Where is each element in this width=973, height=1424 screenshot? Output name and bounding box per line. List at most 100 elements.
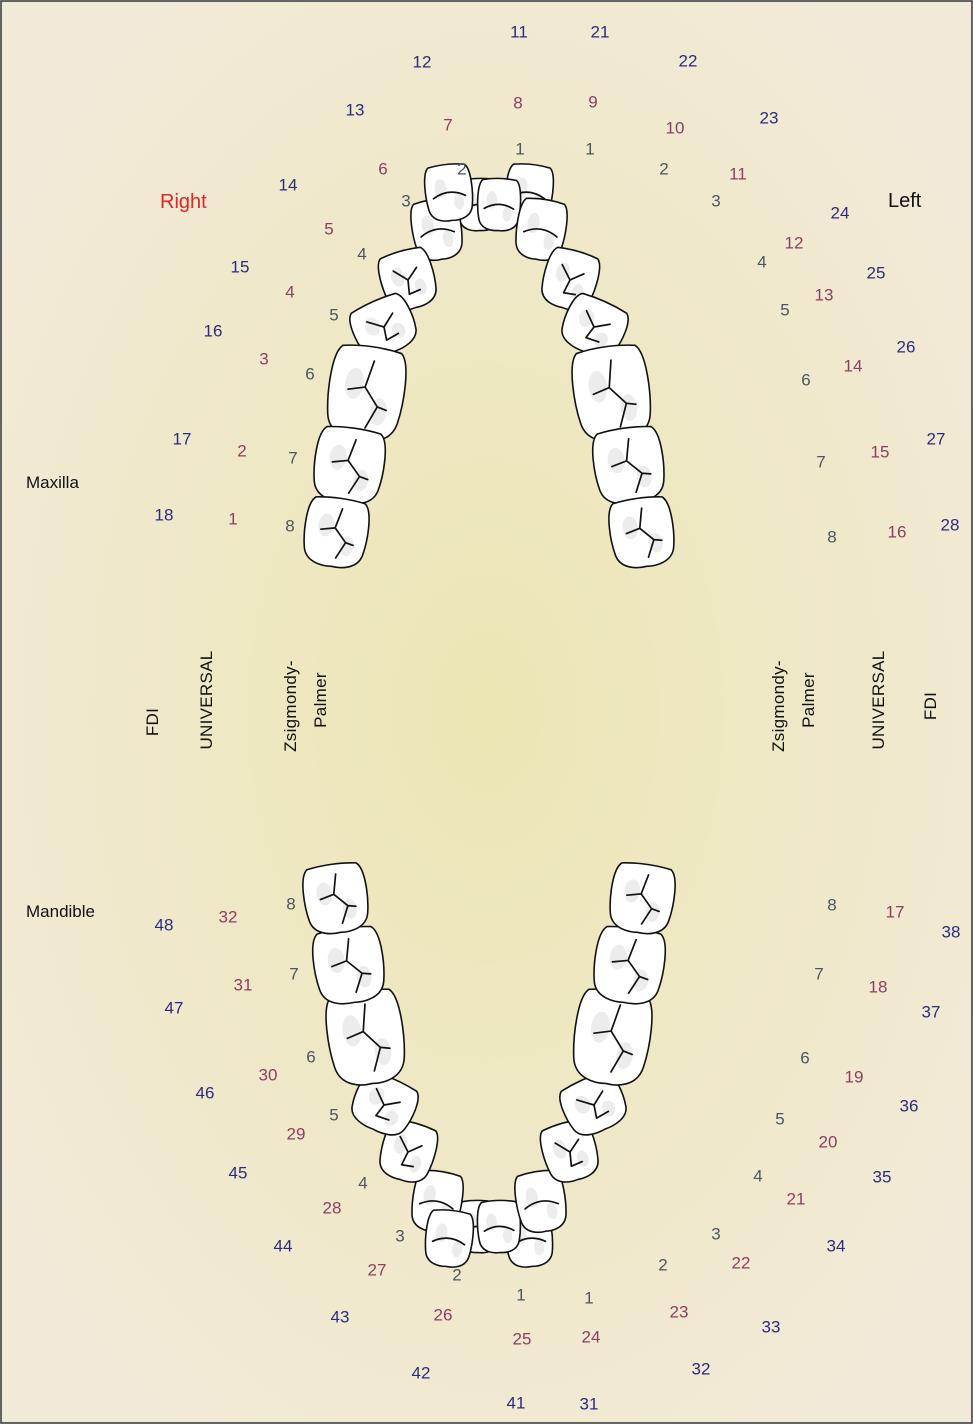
upper-right-universal-number: 3 xyxy=(259,349,268,368)
upper-right-universal-number: 5 xyxy=(324,219,333,238)
upper-right-fdi-number: 18 xyxy=(155,505,174,524)
lower-left-fdi-number: 36 xyxy=(900,1096,919,1115)
upper-right-second-premolar-tooth xyxy=(349,292,417,358)
right-side-label: Right xyxy=(160,191,207,213)
upper-left-fdi-number: 26 xyxy=(897,337,916,356)
lower-left-third-molar-tooth xyxy=(609,862,676,935)
upper-right-palmer-number: 5 xyxy=(329,305,338,324)
upper-right-universal-number: 8 xyxy=(513,93,522,112)
lower-left-universal-number: 21 xyxy=(787,1189,806,1208)
lower-left-universal-number: 19 xyxy=(845,1067,864,1086)
fdi-label-right: FDI xyxy=(143,708,162,736)
upper-right-universal-number: 7 xyxy=(443,115,452,134)
lower-left-palmer-number: 8 xyxy=(827,895,836,914)
upper-left-universal-number: 10 xyxy=(666,118,685,137)
upper-left-universal-number: 12 xyxy=(785,233,804,252)
upper-left-universal-number: 13 xyxy=(815,285,834,304)
upper-right-fdi-number: 12 xyxy=(413,52,432,71)
lower-left-palmer-number: 1 xyxy=(584,1288,593,1307)
upper-right-universal-number: 4 xyxy=(285,282,294,301)
lower-left-palmer-number: 4 xyxy=(753,1166,762,1185)
left-side-label: Left xyxy=(888,190,922,212)
upper-left-canine-tooth xyxy=(515,197,568,262)
universal-label-right: UNIVERSAL xyxy=(197,650,216,749)
upper-left-universal-number: 11 xyxy=(729,164,747,183)
upper-left-fdi-number: 22 xyxy=(679,51,698,70)
lower-right-universal-number: 26 xyxy=(434,1305,453,1324)
lower-right-fdi-number: 42 xyxy=(412,1363,431,1382)
upper-right-universal-number: 2 xyxy=(237,441,246,460)
lower-right-palmer-number: 4 xyxy=(358,1173,367,1192)
upper-left-universal-number: 15 xyxy=(871,442,890,461)
lower-right-universal-number: 30 xyxy=(259,1065,278,1084)
upper-left-fdi-number: 23 xyxy=(760,108,779,127)
lower-left-central-incisor-tooth xyxy=(424,1209,475,1268)
upper-right-fdi-number: 14 xyxy=(279,175,298,194)
lower-right-fdi-number: 47 xyxy=(165,998,184,1017)
upper-right-palmer-number: 3 xyxy=(401,191,410,210)
upper-right-fdi-number: 15 xyxy=(231,257,250,276)
upper-right-fdi-number: 17 xyxy=(173,429,192,448)
upper-left-palmer-number: 3 xyxy=(711,191,720,210)
lower-right-universal-number: 31 xyxy=(234,975,253,994)
lower-left-fdi-number: 35 xyxy=(873,1167,892,1186)
lower-left-palmer-number: 2 xyxy=(658,1255,667,1274)
upper-left-first-molar-tooth xyxy=(571,344,652,442)
lower-right-universal-number: 25 xyxy=(513,1329,532,1348)
upper-right-universal-number: 1 xyxy=(228,509,237,528)
lower-right-third-molar-tooth xyxy=(302,862,369,935)
upper-left-palmer-number: 7 xyxy=(816,452,825,471)
lower-right-universal-number: 32 xyxy=(219,907,238,926)
upper-left-third-molar-tooth xyxy=(608,496,675,569)
lower-left-palmer-number: 6 xyxy=(800,1048,809,1067)
lower-left-fdi-number: 38 xyxy=(942,922,961,941)
lower-right-fdi-number: 44 xyxy=(274,1236,293,1255)
lower-right-palmer-number: 1 xyxy=(516,1285,525,1304)
mandible-label: Mandible xyxy=(26,902,95,921)
upper-right-palmer-number: 8 xyxy=(285,516,294,535)
upper-left-arch-quadrant xyxy=(423,163,675,569)
palmer-label-left-line1: Zsigmondy- xyxy=(769,660,788,752)
lower-left-universal-number: 17 xyxy=(886,902,905,921)
lower-right-palmer-number: 3 xyxy=(395,1226,404,1245)
upper-left-fdi-number: 21 xyxy=(591,22,610,41)
dental-arches xyxy=(302,163,676,1268)
upper-left-second-molar-tooth xyxy=(591,425,665,505)
upper-right-palmer-number: 7 xyxy=(288,448,297,467)
lower-left-lateral-incisor-tooth xyxy=(476,1199,522,1254)
upper-right-fdi-number: 13 xyxy=(346,100,365,119)
upper-left-lateral-incisor-tooth xyxy=(476,177,522,232)
lower-left-arch-quadrant xyxy=(424,862,676,1268)
upper-left-palmer-number: 4 xyxy=(757,252,766,271)
lower-right-fdi-number: 43 xyxy=(331,1307,350,1326)
lower-left-universal-number: 23 xyxy=(670,1302,689,1321)
upper-left-fdi-number: 28 xyxy=(941,515,960,534)
lower-right-palmer-number: 8 xyxy=(286,894,295,913)
upper-right-fdi-number: 11 xyxy=(510,22,528,41)
upper-left-fdi-number: 27 xyxy=(927,429,946,448)
upper-left-universal-number: 9 xyxy=(588,92,597,111)
lower-left-palmer-number: 5 xyxy=(775,1109,784,1128)
upper-right-fdi-number: 16 xyxy=(204,321,223,340)
lower-left-fdi-number: 31 xyxy=(580,1394,599,1413)
palmer-label-left-line2: Palmer xyxy=(799,672,818,728)
upper-right-palmer-number: 2 xyxy=(457,159,466,178)
lower-right-palmer-number: 6 xyxy=(306,1047,315,1066)
palmer-label-right-line1: Zsigmondy- xyxy=(281,660,300,752)
lower-right-palmer-number: 7 xyxy=(289,964,298,983)
upper-right-universal-number: 6 xyxy=(378,159,387,178)
lower-right-palmer-number: 5 xyxy=(329,1105,338,1124)
lower-right-palmer-number: 2 xyxy=(452,1265,461,1284)
lower-left-palmer-number: 3 xyxy=(711,1224,720,1243)
tooth-number-labels: 1234567887654321111213141516171812345678… xyxy=(155,22,961,1413)
lower-right-second-premolar-tooth xyxy=(351,1070,419,1136)
lower-left-universal-number: 22 xyxy=(732,1253,751,1272)
upper-right-first-molar-tooth xyxy=(326,344,407,442)
upper-right-third-molar-tooth xyxy=(303,496,370,569)
lower-left-palmer-number: 7 xyxy=(814,964,823,983)
upper-left-second-premolar-tooth xyxy=(561,292,629,358)
system-labels-right: FDI UNIVERSAL Zsigmondy- Palmer xyxy=(143,650,330,751)
lower-left-universal-number: 18 xyxy=(869,977,888,996)
